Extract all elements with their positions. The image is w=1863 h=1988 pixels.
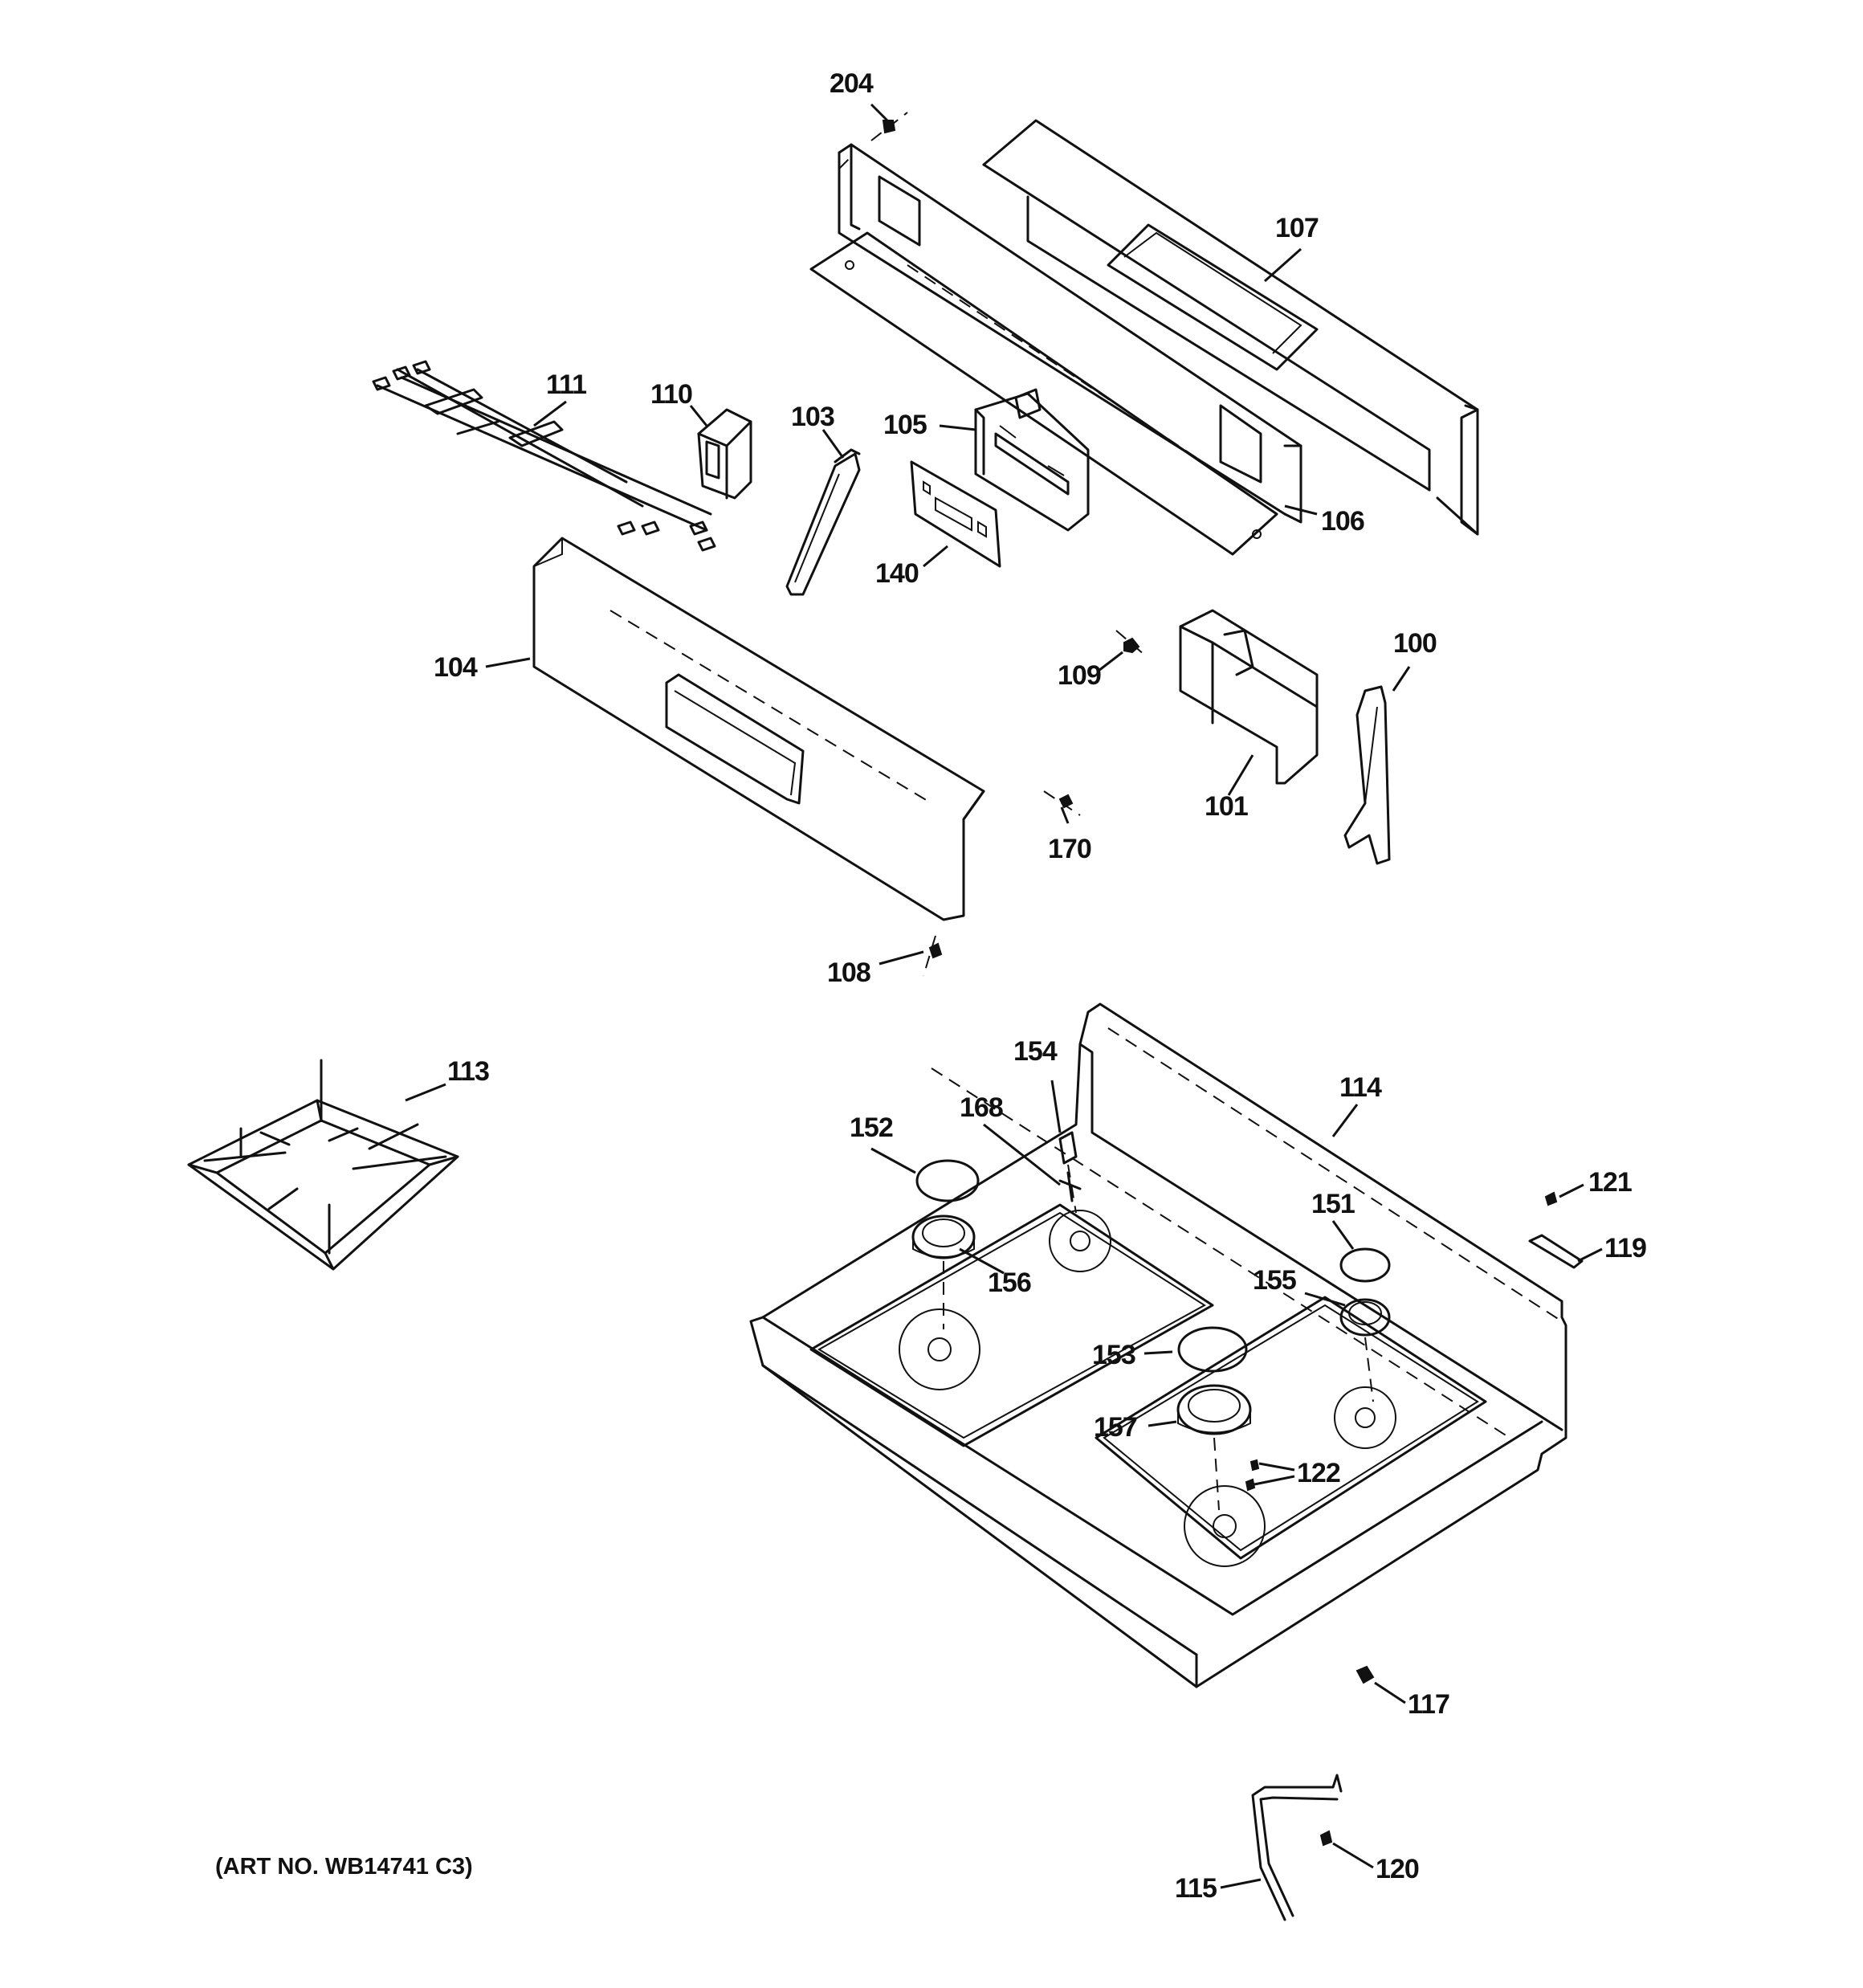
part-154-orifice [1058, 1131, 1078, 1214]
callout-104: 104 [434, 652, 478, 683]
callout-107: 107 [1275, 213, 1319, 243]
part-168-spark-electrode [1058, 1171, 1082, 1202]
part-113-grate [187, 1059, 459, 1271]
callout-111: 111 [546, 369, 586, 400]
part-103-bracket [785, 448, 861, 596]
callout-121: 121 [1588, 1167, 1632, 1198]
callout-labels: 204 107 111 110 103 105 106 140 104 109 … [434, 68, 1647, 1904]
part-204-screw [838, 112, 908, 169]
part-151-burner-cap [1339, 1247, 1391, 1283]
callout-151: 151 [1311, 1189, 1355, 1219]
part-155-burner-head [1339, 1298, 1391, 1402]
part-101-bracket [1179, 609, 1319, 785]
callout-101: 101 [1205, 791, 1248, 822]
part-105-control-board [974, 388, 1090, 532]
callout-110: 110 [650, 379, 692, 410]
art-number-caption: (ART NO. WB14741 C3) [215, 1854, 473, 1880]
part-152-burner-cap [915, 1159, 980, 1202]
part-119-bracket [1528, 1234, 1584, 1269]
callout-108: 108 [827, 957, 870, 988]
callout-157: 157 [1094, 1412, 1137, 1443]
callout-113: 113 [447, 1056, 489, 1087]
part-106-backsplash-panel [809, 143, 1302, 556]
part-107-vent-trim [982, 119, 1479, 536]
part-156-burner-head [911, 1214, 976, 1329]
part-140-control-overlay [910, 460, 1001, 568]
callout-140: 140 [875, 558, 919, 589]
part-157-burner-head [1176, 1384, 1252, 1511]
part-115-rod [1251, 1774, 1343, 1921]
part-110-igniter-module [697, 408, 752, 500]
callout-156: 156 [988, 1268, 1031, 1298]
callout-122: 122 [1297, 1458, 1340, 1488]
callout-153: 153 [1092, 1340, 1135, 1370]
callout-105: 105 [883, 410, 927, 440]
part-120-screw [1319, 1830, 1333, 1847]
part-170-screw [1043, 790, 1081, 816]
callout-120: 120 [1376, 1854, 1419, 1884]
callout-170: 170 [1048, 834, 1091, 864]
part-104-backguard [532, 537, 985, 921]
part-153-burner-cap [1177, 1326, 1248, 1373]
part-111-wire-harness [372, 360, 716, 552]
callout-154: 154 [1013, 1036, 1058, 1067]
callout-115: 115 [1175, 1873, 1217, 1904]
callout-117: 117 [1408, 1689, 1449, 1720]
callout-155: 155 [1253, 1265, 1296, 1296]
callout-109: 109 [1058, 660, 1101, 691]
callout-106: 106 [1321, 506, 1364, 537]
callout-119: 119 [1604, 1233, 1646, 1263]
callout-114: 114 [1339, 1072, 1382, 1103]
part-100-end-cap [1343, 685, 1391, 865]
part-109-nut [1115, 630, 1145, 655]
part-122-screws [1245, 1459, 1260, 1492]
callout-100: 100 [1393, 628, 1437, 659]
callout-103: 103 [791, 402, 834, 432]
part-108-screw [923, 935, 943, 977]
part-114-cooktop [749, 1002, 1567, 1688]
callout-204: 204 [830, 68, 874, 99]
callout-168: 168 [960, 1092, 1003, 1123]
part-121-screw [1544, 1191, 1558, 1206]
leader-lines [405, 103, 1603, 1889]
part-117-nut [1355, 1665, 1375, 1684]
callout-152: 152 [850, 1112, 893, 1143]
